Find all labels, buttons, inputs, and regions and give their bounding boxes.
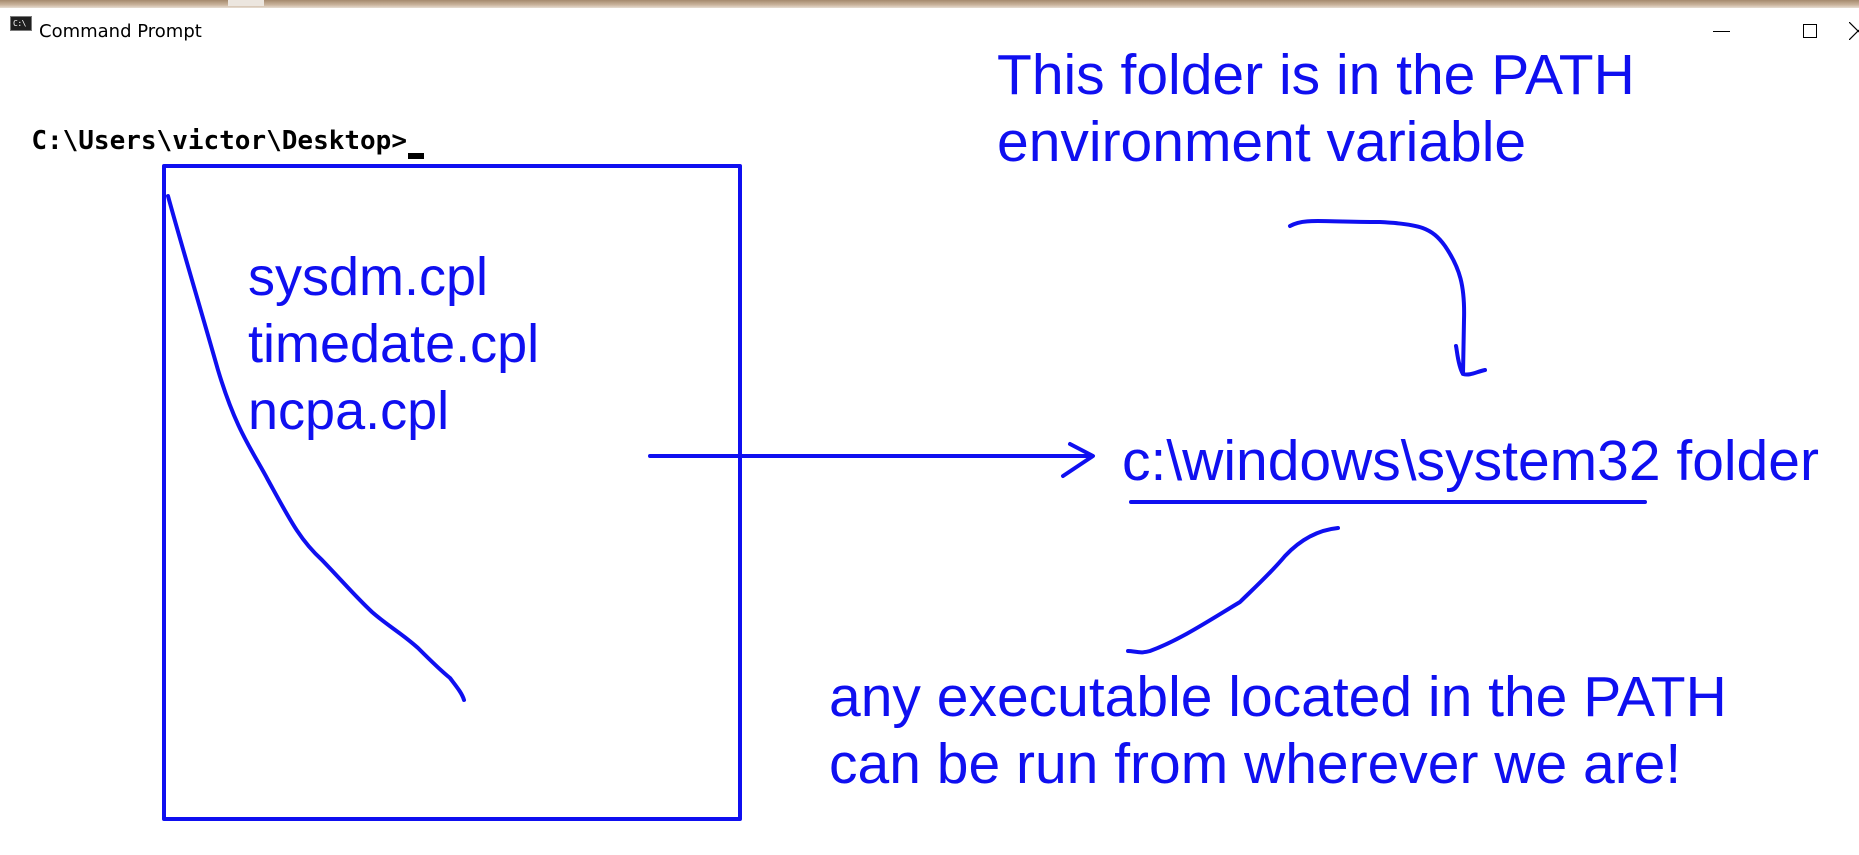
- file-name-ncpa: ncpa.cpl: [248, 381, 450, 441]
- window-frame-top: [0, 0, 1859, 8]
- minimize-button[interactable]: [1675, 8, 1765, 52]
- ink-connector: [1126, 526, 1340, 655]
- file-name-sysdm: sysdm.cpl: [248, 247, 489, 307]
- any-executable-line-2: can be run from wherever we are!: [829, 731, 1682, 796]
- ink-arrow-right: [648, 442, 1095, 478]
- close-icon: [1849, 22, 1859, 40]
- close-button[interactable]: [1845, 8, 1859, 52]
- any-executable-line-1: any executable located in the PATH: [829, 665, 1727, 729]
- path-note-annotation: This folder is in the PATH environment v…: [997, 42, 1635, 175]
- ink-curve-stroke: [166, 194, 466, 702]
- title-bar[interactable]: [0, 8, 1859, 48]
- ink-down-arrow: [1288, 219, 1487, 377]
- maximize-button[interactable]: [1765, 8, 1855, 52]
- any-executable-annotation: any executable located in the PATH can b…: [829, 664, 1727, 797]
- ink-box: [162, 164, 742, 821]
- window-title: Command Prompt: [39, 21, 202, 42]
- path-note-line-2: environment variable: [997, 109, 1527, 174]
- maximize-icon: [1803, 24, 1817, 38]
- console-output[interactable]: C:\Users\victor\Desktop>: [0, 90, 424, 159]
- console-prompt: C:\Users\victor\Desktop>: [31, 126, 407, 156]
- file-name-timedate: timedate.cpl: [248, 314, 540, 374]
- path-note-line-1: This folder is in the PATH: [997, 43, 1635, 107]
- window-frame-tab: [228, 0, 264, 6]
- system32-annotation: c:\windows\system32 folder: [1122, 429, 1819, 493]
- minimize-icon: [1713, 31, 1730, 32]
- cmd-icon[interactable]: C:\: [10, 16, 32, 31]
- text-cursor: [408, 153, 424, 159]
